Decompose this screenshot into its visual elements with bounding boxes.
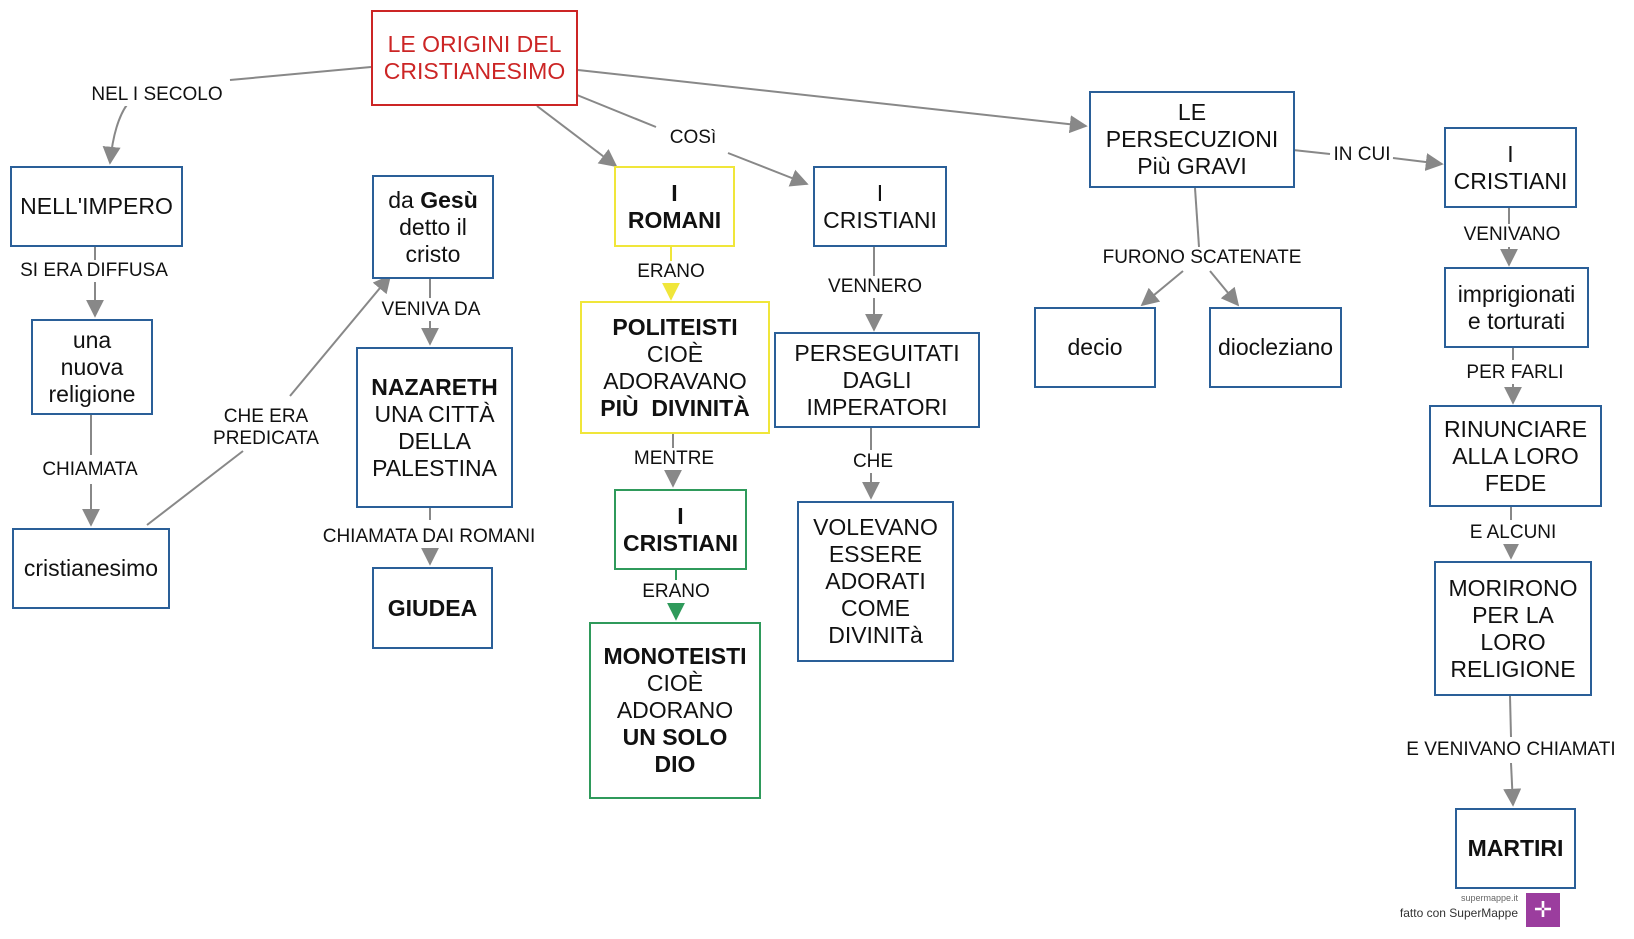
node-nuova-religione[interactable]: una nuova religione — [31, 319, 153, 415]
link-root-impero-arrow — [102, 95, 136, 165]
node-gesu[interactable]: da Gesù detto il cristo — [372, 175, 494, 279]
link-scatenate-diocleziano — [1209, 270, 1240, 307]
link-cristianesimo-predicata — [146, 450, 244, 526]
node-volevano[interactable]: VOLEVANO ESSERE ADORATI COME DIVINITà — [797, 501, 954, 662]
label-erano-2: ERANO — [640, 581, 712, 603]
node-nell-impero[interactable]: NELL'IMPERO — [10, 166, 183, 247]
label-e-venivano-chiamati: E VENIVANO CHIAMATI — [1404, 739, 1618, 761]
link-incui-cristiani — [1392, 153, 1444, 171]
link-persecuzioni-scatenate — [1194, 187, 1200, 248]
label-nel-i-secolo: NEL I SECOLO — [89, 84, 225, 106]
label-si-era-diffusa: SI ERA DIFFUSA — [18, 260, 170, 282]
node-root[interactable]: LE ORIGINI DEL CRISTIANESIMO — [371, 10, 578, 106]
link-chiamati-martiri — [1503, 762, 1522, 807]
node-nazareth[interactable]: NAZARETH UNA CITTÀ DELLA PALESTINA — [356, 347, 513, 508]
link-cosi-cristiani — [727, 152, 809, 187]
link-predicata-gesu — [289, 274, 392, 397]
label-in-cui: IN CUI — [1331, 144, 1393, 166]
supermappe-logo-icon: ✛ — [1526, 893, 1560, 927]
node-diocleziano[interactable]: diocleziano — [1209, 307, 1342, 388]
node-decio[interactable]: decio — [1034, 307, 1156, 388]
node-politeisti[interactable]: POLITEISTI CIOÈ ADORAVANO PIÙ DIVINITÀ — [580, 301, 770, 434]
node-romani[interactable]: I ROMANI — [614, 166, 735, 247]
link-root-persecuzioni — [577, 69, 1088, 134]
label-vennero: VENNERO — [826, 276, 924, 298]
made-with-text: fatto con SuperMappe — [1399, 906, 1518, 920]
label-veniva-da: VENIVA DA — [379, 299, 483, 321]
node-perseguitati[interactable]: PERSEGUITATI DAGLI IMPERATORI — [774, 332, 980, 428]
label-cosi: COSì — [667, 127, 719, 149]
node-monoteisti[interactable]: MONOTEISTI CIOÈ ADORANO UN SOLO DIO — [589, 622, 761, 799]
node-giudea[interactable]: GIUDEA — [372, 567, 493, 649]
node-imprigionati[interactable]: imprigionati e torturati — [1444, 267, 1589, 348]
label-chiamata: CHIAMATA — [40, 459, 140, 481]
link-morirono-chiamati — [1509, 695, 1512, 738]
label-che: CHE — [850, 451, 896, 473]
label-erano-1: ERANO — [635, 261, 707, 283]
link-scatenate-decio — [1140, 270, 1184, 307]
label-furono-scatenate: FURONO SCATENATE — [1100, 247, 1304, 269]
node-morirono[interactable]: MORIRONO PER LA LORO RELIGIONE — [1434, 561, 1592, 696]
label-venivano: VENIVANO — [1461, 224, 1563, 246]
link-root-cosi — [576, 94, 657, 128]
label-per-farli: PER FARLI — [1464, 362, 1566, 384]
site-text: supermappe.it — [1460, 893, 1518, 903]
node-martiri[interactable]: MARTIRI — [1455, 808, 1576, 889]
node-rinunciare[interactable]: RINUNCIARE ALLA LORO FEDE — [1429, 405, 1602, 507]
node-persecuzioni[interactable]: LE PERSECUZIONI Più GRAVI — [1089, 91, 1295, 188]
link-root-impero — [229, 66, 372, 81]
link-root-romani — [536, 105, 618, 168]
label-mentre: MENTRE — [631, 448, 717, 470]
node-cristianesimo[interactable]: cristianesimo — [12, 528, 170, 609]
label-chiamata-dai-romani: CHIAMATA DAI ROMANI — [320, 526, 538, 548]
node-cristiani-persecuzioni[interactable]: I CRISTIANI — [1444, 127, 1577, 208]
link-persecuzioni-incui — [1292, 149, 1331, 155]
label-e-alcuni: E ALCUNI — [1467, 522, 1559, 544]
node-cristiani-perseguitati[interactable]: I CRISTIANI — [813, 166, 947, 247]
supermappe-branding: supermappe.it fatto con SuperMappe ✛ — [1395, 893, 1560, 933]
node-cristiani-monoteisti[interactable]: I CRISTIANI — [614, 489, 747, 570]
